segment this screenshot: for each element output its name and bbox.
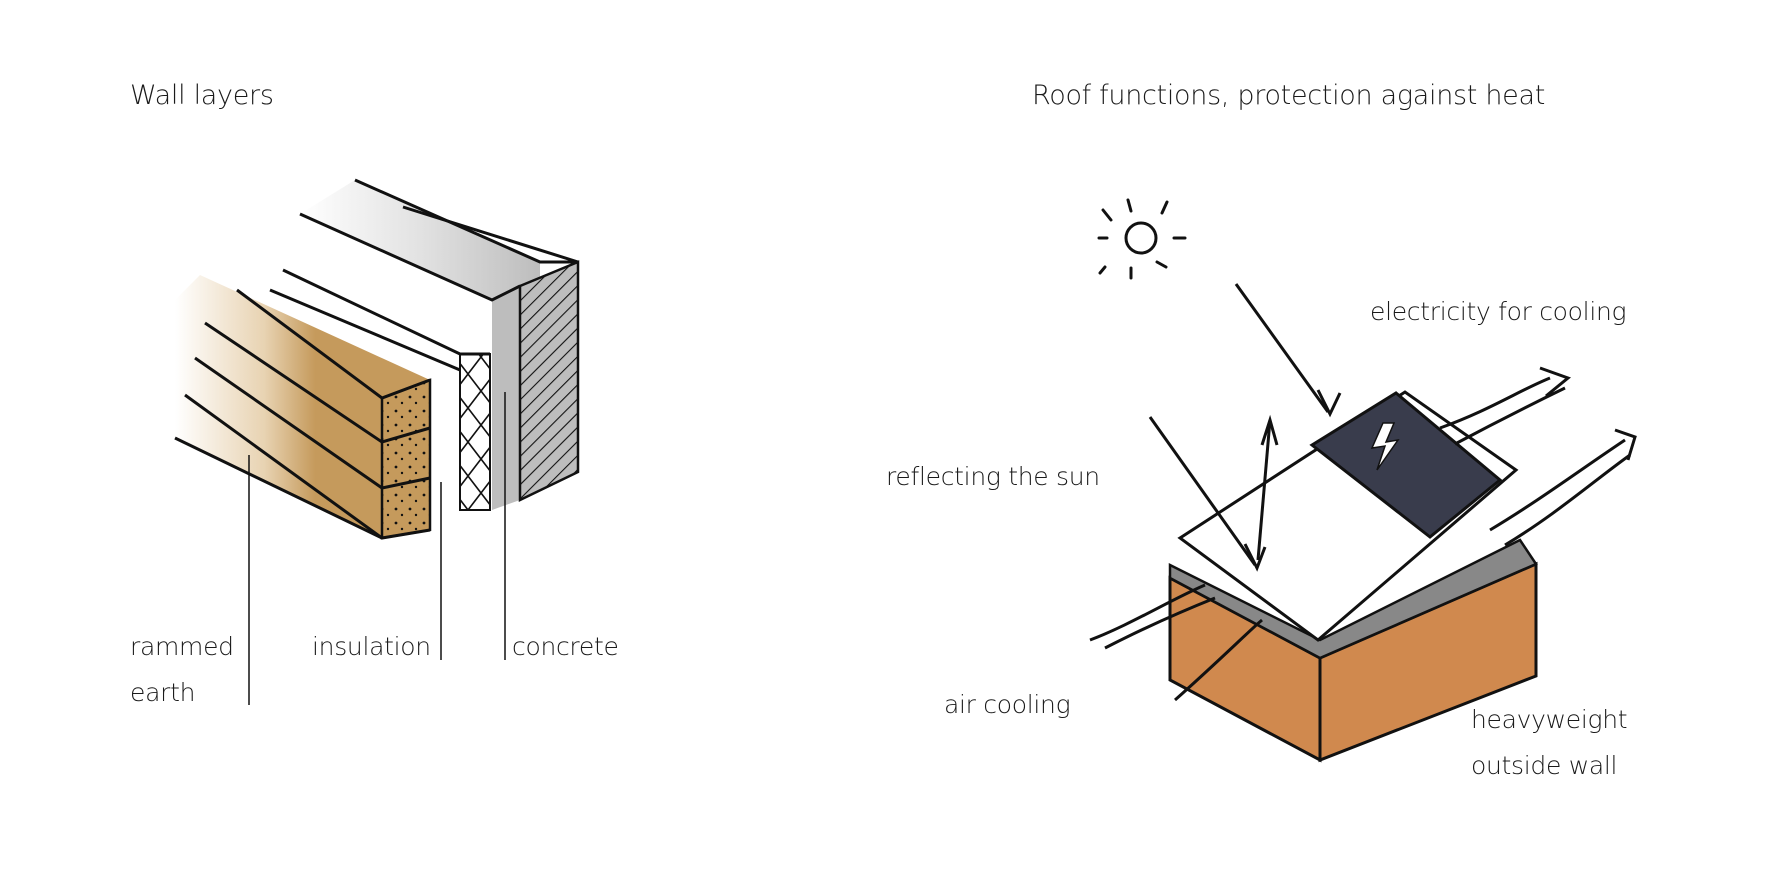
roof-functions-illustration <box>1089 198 1637 763</box>
label-heavyweight-line1: heavyweight <box>1471 705 1628 734</box>
roof-functions-title: Roof functions, protection against heat <box>1032 80 1546 111</box>
label-concrete: concrete <box>512 632 619 661</box>
insulation-layer <box>269 268 491 660</box>
sun-rays-arrows <box>1148 283 1342 572</box>
label-rammed-earth-line1: rammed <box>130 632 234 661</box>
label-air-cooling: air cooling <box>944 690 1071 719</box>
concrete-layer <box>299 178 580 660</box>
label-electricity-for-cooling: electricity for cooling <box>1370 297 1627 326</box>
label-insulation: insulation <box>312 632 431 661</box>
air-flow-arrows <box>1089 366 1637 702</box>
label-rammed-earth-line2: earth <box>130 678 196 707</box>
wall-layers-illustration <box>174 178 580 705</box>
sun-icon <box>1097 198 1187 280</box>
wall-layers-title: Wall layers <box>130 80 274 111</box>
rammed-earth-layer <box>174 275 432 705</box>
solar-panel <box>1309 391 1503 539</box>
lightning-icon <box>1370 422 1400 471</box>
label-heavyweight-line2: outside wall <box>1471 751 1618 780</box>
label-reflecting-the-sun: reflecting the sun <box>886 462 1100 491</box>
